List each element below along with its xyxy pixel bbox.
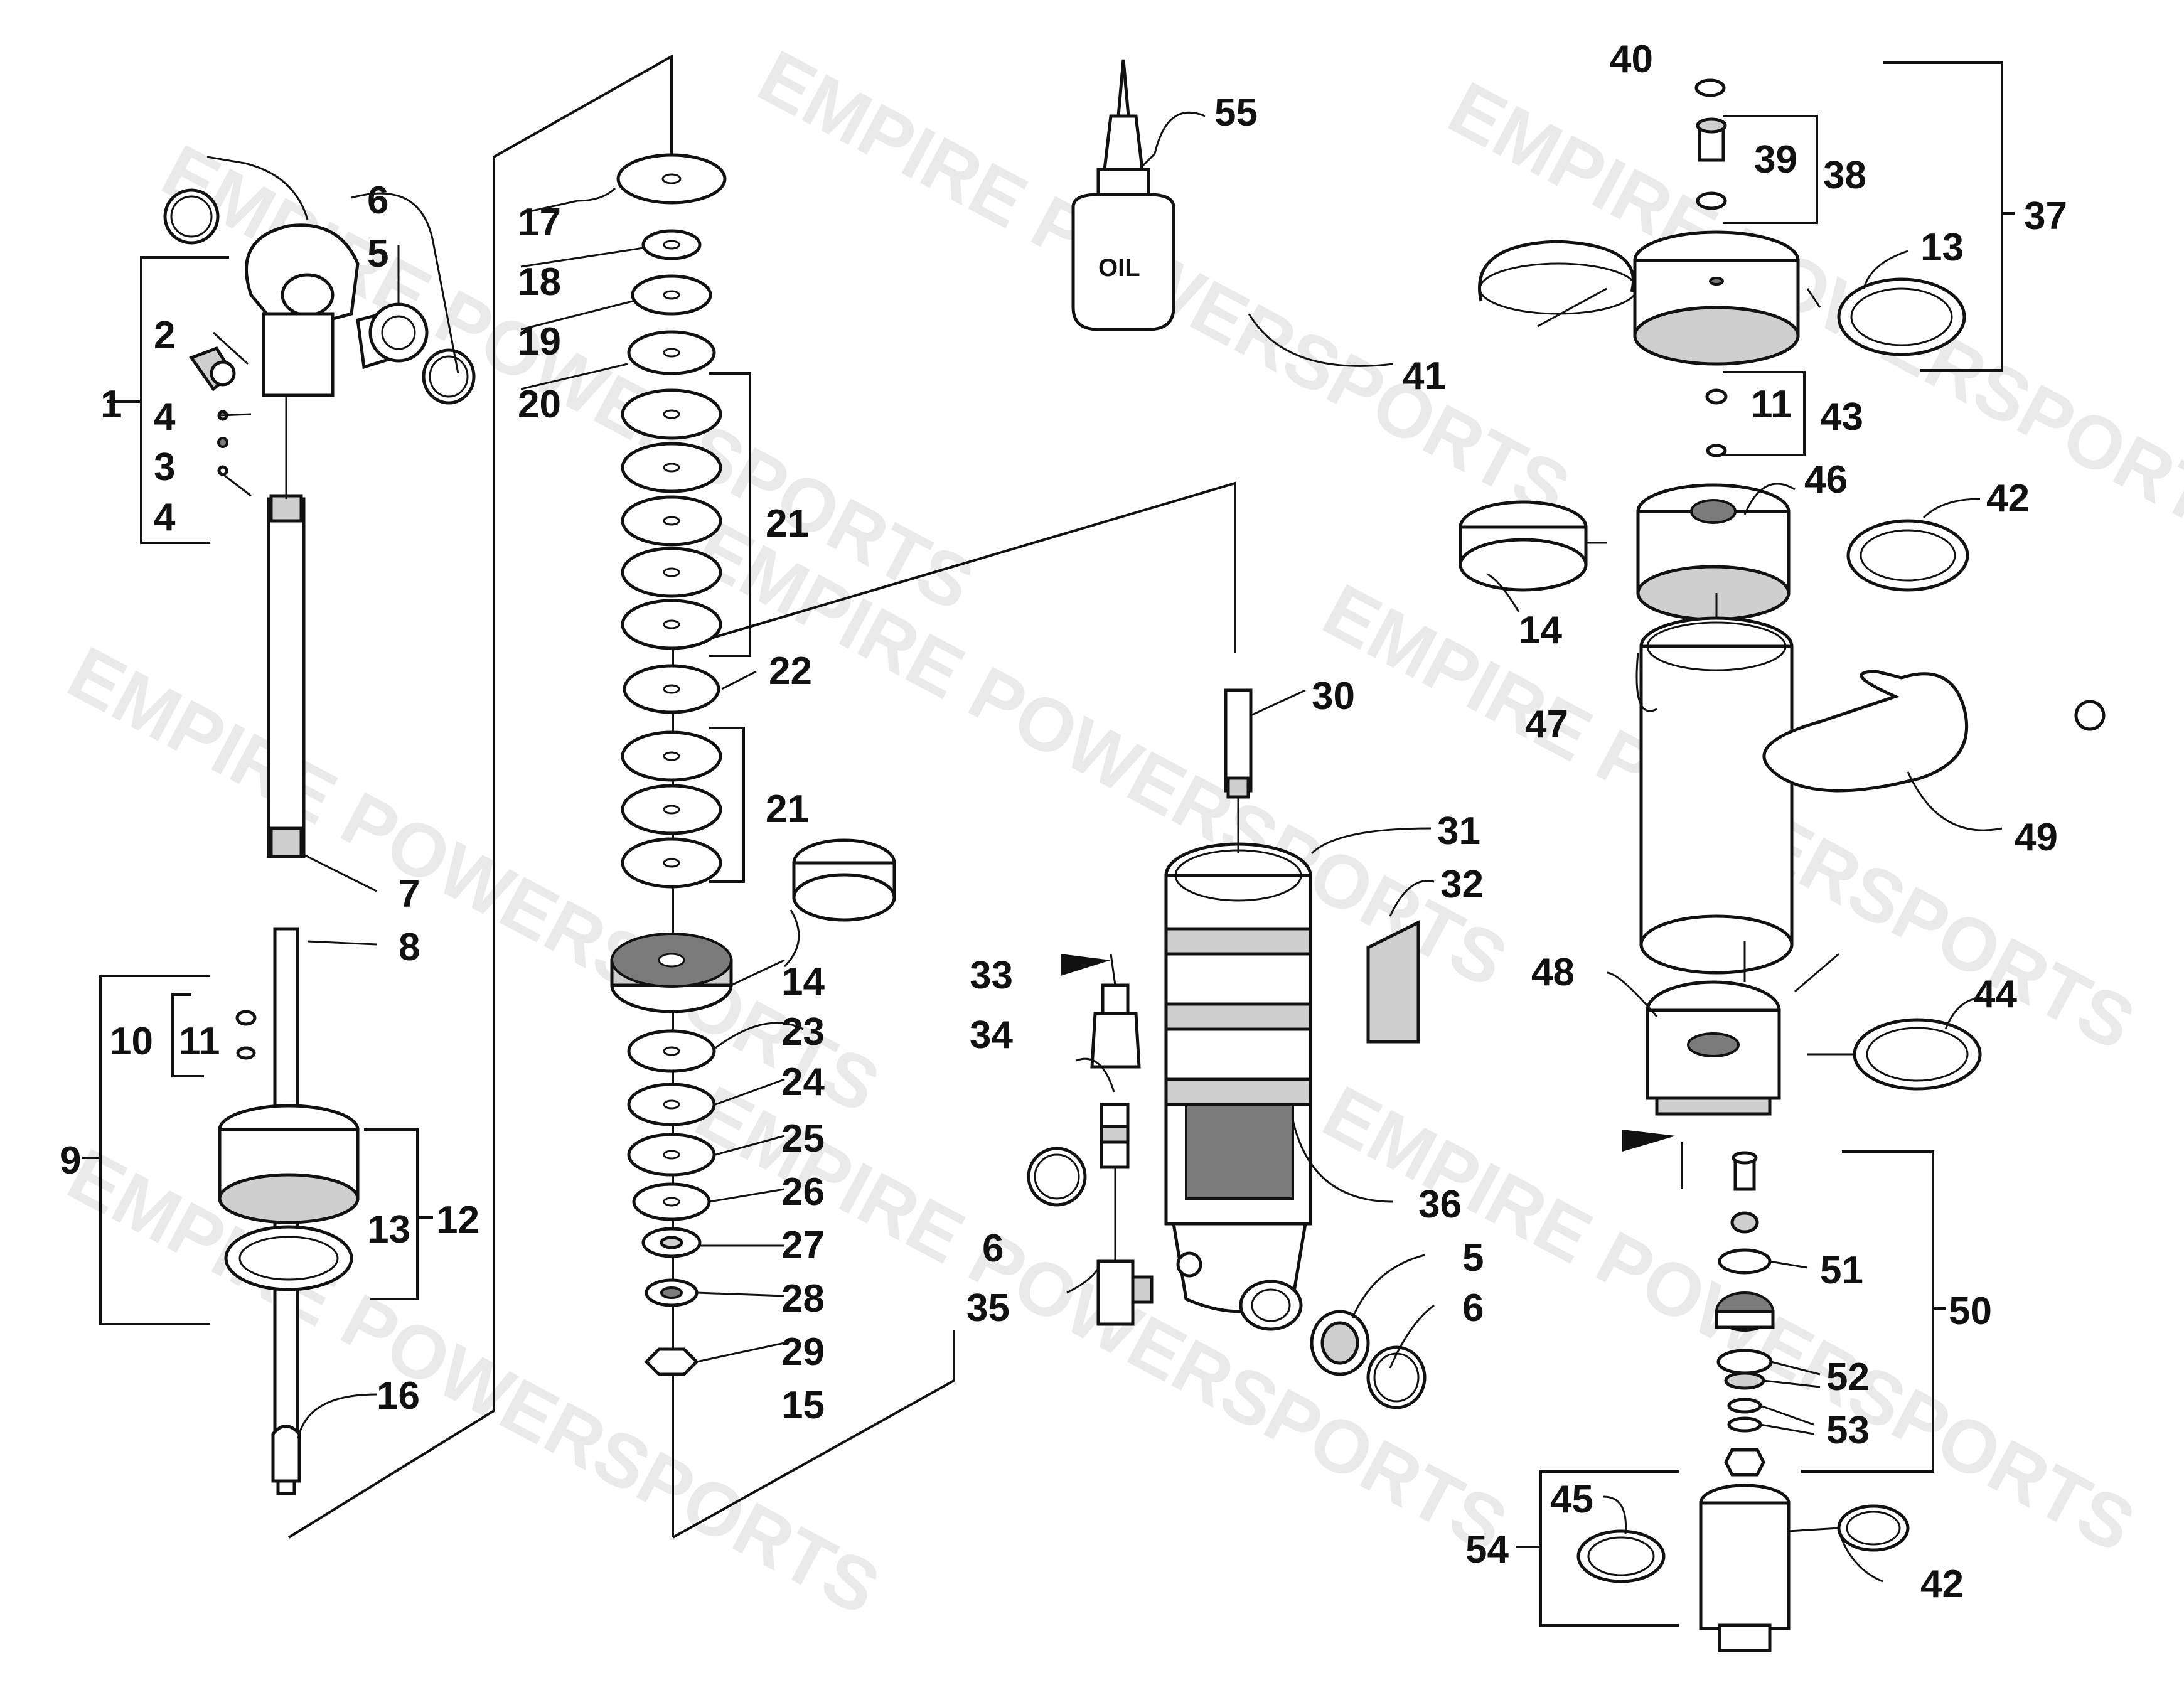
callout-42: 42 bbox=[1986, 477, 2030, 520]
callout-20: 20 bbox=[518, 383, 561, 426]
callout-28: 28 bbox=[781, 1277, 825, 1320]
callout-19: 19 bbox=[518, 320, 561, 363]
callout-14: 14 bbox=[1519, 609, 1562, 652]
callout-3: 3 bbox=[154, 446, 175, 489]
callout-7: 7 bbox=[399, 872, 420, 916]
callout-31: 31 bbox=[1437, 810, 1480, 853]
callout-17: 17 bbox=[518, 201, 561, 244]
oil-label: OIL bbox=[1098, 254, 1140, 282]
callout-8: 8 bbox=[399, 926, 420, 969]
callout-5: 5 bbox=[1462, 1236, 1484, 1280]
callout-47: 47 bbox=[1525, 703, 1568, 746]
compression-adjuster-assembly bbox=[1576, 1151, 1910, 1652]
callout-13: 13 bbox=[1920, 226, 1964, 269]
callout-21: 21 bbox=[766, 788, 809, 831]
callout-27: 27 bbox=[781, 1224, 825, 1267]
shaft-eyelet-assembly bbox=[163, 188, 476, 476]
callout-4: 4 bbox=[154, 395, 176, 439]
callout-25: 25 bbox=[781, 1117, 825, 1160]
valve-shim-stack bbox=[616, 153, 727, 889]
callout-41: 41 bbox=[1403, 355, 1446, 398]
callout-55: 55 bbox=[1214, 91, 1258, 134]
callout-6: 6 bbox=[367, 179, 388, 222]
callout-11: 11 bbox=[1751, 383, 1792, 426]
callout-2: 2 bbox=[154, 314, 175, 357]
callout-34: 34 bbox=[970, 1013, 1013, 1057]
reservoir-assembly bbox=[1459, 78, 2106, 1152]
callout-36: 36 bbox=[1418, 1183, 1462, 1226]
callout-38: 38 bbox=[1823, 154, 1866, 197]
shaft-bearing-assembly bbox=[218, 1010, 360, 1291]
callout-43: 43 bbox=[1820, 395, 1863, 439]
callout-51: 51 bbox=[1820, 1249, 1863, 1292]
callout-10: 10 bbox=[110, 1020, 153, 1063]
callout-5: 5 bbox=[367, 232, 388, 275]
shock-body bbox=[1164, 688, 1312, 1331]
callout-24: 24 bbox=[781, 1061, 825, 1104]
callout-49: 49 bbox=[2015, 816, 2058, 859]
callout-39: 39 bbox=[1754, 138, 1797, 181]
callout-32: 32 bbox=[1440, 863, 1484, 906]
reservoir-fittings bbox=[1027, 919, 1427, 1409]
callout-50: 50 bbox=[1949, 1290, 1992, 1333]
callout-22: 22 bbox=[769, 650, 812, 693]
callout-18: 18 bbox=[518, 260, 561, 304]
callout-14: 14 bbox=[781, 960, 825, 1003]
callout-13: 13 bbox=[367, 1208, 410, 1251]
callout-33: 33 bbox=[970, 954, 1013, 997]
callout-15: 15 bbox=[781, 1384, 825, 1427]
watermark-text: EMPIRE POWERSPORTS bbox=[683, 505, 1521, 1003]
callout-9: 9 bbox=[60, 1139, 81, 1182]
callout-53: 53 bbox=[1826, 1409, 1870, 1452]
callout-37: 37 bbox=[2024, 195, 2067, 238]
lower-shim-stack bbox=[627, 1029, 716, 1376]
leader-lines bbox=[206, 111, 2003, 1583]
callout-29: 29 bbox=[781, 1330, 825, 1374]
callout-1: 1 bbox=[100, 383, 122, 426]
callout-26: 26 bbox=[781, 1170, 825, 1214]
callout-labels: 1 2 3 4 4 5 5 6 6 6 7 8 9 10 11 11 12 13… bbox=[60, 38, 2067, 1606]
bracket-lines bbox=[82, 61, 2015, 1627]
callout-4: 4 bbox=[154, 496, 176, 539]
callout-35: 35 bbox=[966, 1286, 1010, 1330]
callout-6: 6 bbox=[1462, 1286, 1484, 1330]
callout-21: 21 bbox=[766, 502, 809, 545]
callout-23: 23 bbox=[781, 1010, 825, 1054]
shock-shaft bbox=[267, 395, 306, 1495]
callout-40: 40 bbox=[1610, 38, 1653, 81]
callout-12: 12 bbox=[436, 1199, 479, 1242]
callout-44: 44 bbox=[1974, 973, 2017, 1016]
callout-30: 30 bbox=[1312, 675, 1355, 718]
callout-42: 42 bbox=[1920, 1563, 1964, 1606]
callout-46: 46 bbox=[1804, 458, 1848, 501]
oil-bottle: OIL bbox=[1071, 59, 1175, 331]
callout-45: 45 bbox=[1550, 1478, 1593, 1521]
callout-48: 48 bbox=[1531, 951, 1575, 994]
callout-52: 52 bbox=[1826, 1355, 1870, 1399]
callout-54: 54 bbox=[1465, 1528, 1509, 1571]
callout-6: 6 bbox=[982, 1227, 1004, 1270]
callout-16: 16 bbox=[377, 1374, 420, 1418]
main-piston bbox=[610, 838, 896, 1013]
callout-11: 11 bbox=[179, 1020, 220, 1063]
